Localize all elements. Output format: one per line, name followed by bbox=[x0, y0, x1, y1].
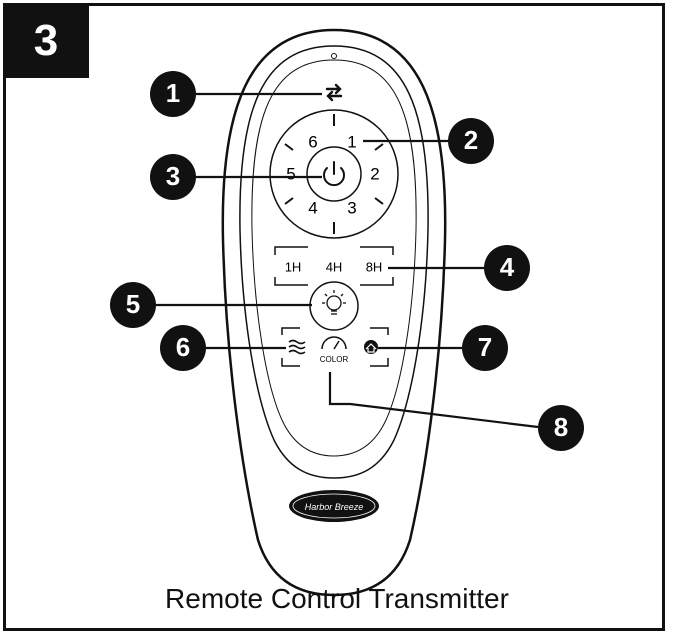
svg-text:1: 1 bbox=[166, 78, 180, 108]
callout-3: 3 bbox=[150, 154, 196, 200]
diagram-frame bbox=[3, 3, 665, 631]
home-icon bbox=[364, 340, 378, 354]
brand-logo-text: Harbor Breeze bbox=[305, 502, 364, 512]
step-number-badge: 3 bbox=[3, 3, 89, 78]
light-button bbox=[309, 281, 359, 331]
timer-buttons-bracket bbox=[274, 246, 394, 286]
speed-label-5: 5 bbox=[286, 164, 295, 183]
leader-line-8 bbox=[328, 372, 539, 429]
speed-dial: 1 2 3 4 5 6 bbox=[269, 109, 399, 239]
light-bulb-icon bbox=[322, 290, 346, 315]
svg-text:6: 6 bbox=[176, 332, 190, 362]
svg-text:4: 4 bbox=[500, 252, 515, 282]
remote-face-outline bbox=[239, 45, 429, 479]
svg-text:5: 5 bbox=[126, 289, 140, 319]
speed-label-3: 3 bbox=[347, 198, 356, 217]
led-indicator bbox=[331, 53, 337, 59]
speed-label-2: 2 bbox=[370, 164, 379, 183]
timer-label-8h: 8H bbox=[366, 259, 383, 274]
callout-5: 5 bbox=[110, 282, 156, 328]
callout-4: 4 bbox=[484, 245, 530, 291]
bottom-buttons-bracket bbox=[281, 327, 389, 367]
timer-label-1h: 1H bbox=[285, 259, 302, 274]
remote-face-inner bbox=[251, 59, 417, 457]
speed-label-4: 4 bbox=[308, 198, 317, 217]
callout-1: 1 bbox=[150, 71, 196, 117]
callout-7: 7 bbox=[462, 325, 508, 371]
callout-8: 8 bbox=[538, 405, 584, 451]
wave-icon bbox=[288, 339, 306, 355]
color-label: COLOR bbox=[320, 355, 349, 364]
svg-text:7: 7 bbox=[478, 332, 492, 362]
svg-text:8: 8 bbox=[554, 412, 568, 442]
callout-2: 2 bbox=[448, 118, 494, 164]
speed-label-6: 6 bbox=[308, 132, 317, 151]
timer-label-4h: 4H bbox=[326, 259, 343, 274]
svg-text:3: 3 bbox=[166, 161, 180, 191]
speed-label-1: 1 bbox=[347, 132, 356, 151]
power-icon bbox=[323, 161, 345, 187]
callout-6: 6 bbox=[160, 325, 206, 371]
svg-text:2: 2 bbox=[464, 125, 478, 155]
brand-logo bbox=[289, 490, 379, 522]
diagram-caption: Remote Control Transmitter bbox=[165, 583, 509, 614]
color-dial-icon bbox=[321, 336, 347, 350]
reverse-direction-icon bbox=[325, 83, 343, 102]
